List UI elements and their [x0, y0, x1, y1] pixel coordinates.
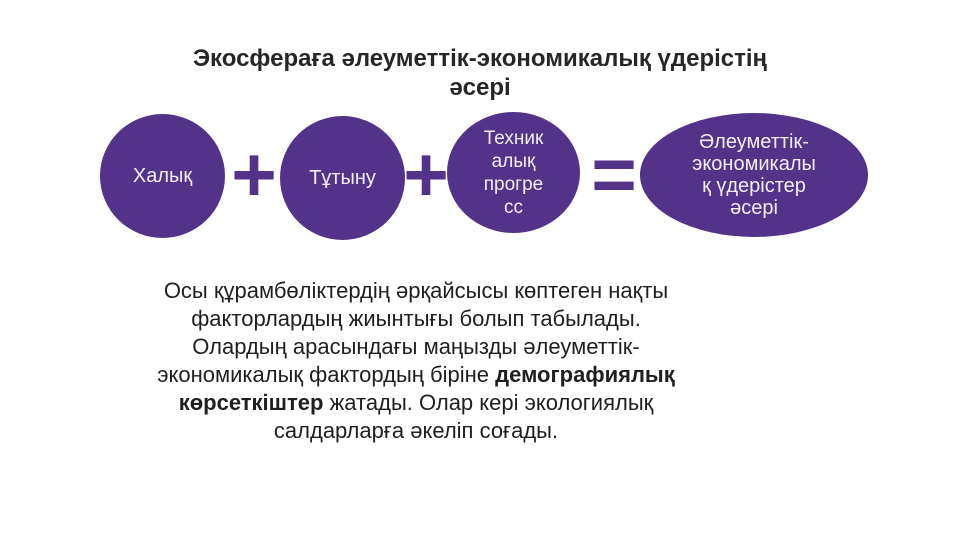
body-line: Олардың арасындағы маңызды әлеуметтік- [26, 333, 806, 361]
body-text: жатады. Олар кері экологиялық [323, 390, 654, 415]
circle-population-label: Халық [132, 164, 193, 187]
body-line: факторлардың жиынтығы болып табылады. [26, 305, 806, 333]
body-bold-text: демографиялық [495, 362, 675, 387]
circle-technical-progress-label: Техник алық прогре сс [483, 127, 544, 218]
body-line: Осы құрамбөліктердің әрқайсысы көптеген … [26, 277, 806, 305]
diagram-circle-population: Халық [100, 114, 225, 238]
body-line: көрсеткіштер жатады. Олар кері экологиял… [26, 389, 806, 417]
body-line: экономикалық фактордың біріне демография… [26, 361, 806, 389]
body-bold-text: көрсеткіштер [178, 390, 324, 415]
body-text: салдарларға әкеліп соғады. [273, 418, 559, 443]
slide-title: Экосфераға әлеуметтік-экономикалық үдері… [192, 45, 768, 101]
plus-sign-1: + [231, 129, 277, 218]
circle-consumption-label: Тұтыну [309, 166, 376, 189]
body-text: Олардың арасындағы маңызды әлеуметтік- [192, 334, 640, 359]
equals-sign: = [591, 129, 637, 218]
body-paragraph: Осы құрамбөліктердің әрқайсысы көптеген … [26, 277, 806, 445]
body-text: Осы құрамбөліктердің әрқайсысы көптеген … [163, 278, 669, 303]
ellipse-result-label: Әлеуметтік- экономикалы қ үдерістер әсер… [692, 131, 816, 219]
plus-sign-2: + [403, 129, 449, 218]
diagram-circle-consumption: Тұтыну [280, 116, 405, 240]
diagram-circle-technical-progress: Техник алық прогре сс [447, 112, 580, 233]
diagram-ellipse-result: Әлеуметтік- экономикалы қ үдерістер әсер… [640, 113, 868, 237]
body-line: салдарларға әкеліп соғады. [26, 417, 806, 445]
body-text: экономикалық фактордың біріне [157, 362, 496, 387]
body-text: факторлардың жиынтығы болып табылады. [191, 306, 641, 331]
